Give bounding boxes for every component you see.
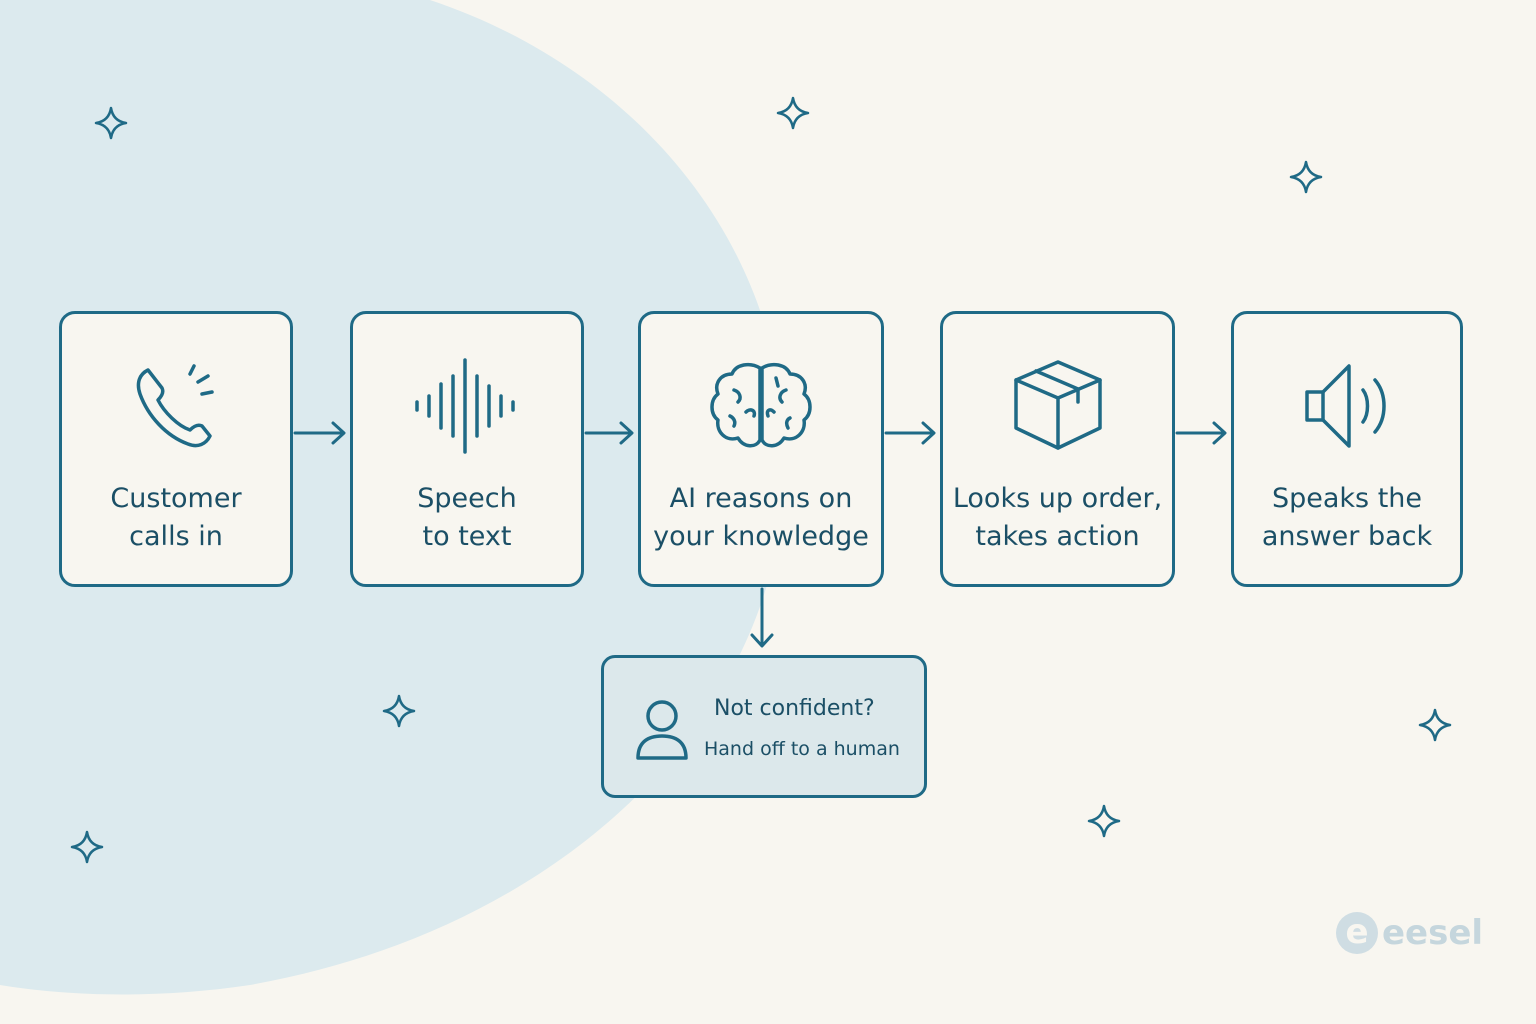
arrow-right-icon: [884, 421, 936, 445]
box-icon: [1013, 360, 1102, 450]
handoff-title: Not confident?: [714, 696, 875, 721]
logo-mark: e: [1336, 912, 1378, 954]
sparkle-icon: [1087, 804, 1121, 838]
step-label-line: takes action: [975, 521, 1140, 552]
sparkle-icon: [1289, 160, 1323, 194]
arrow-right-icon: [1175, 421, 1227, 445]
arrow-right-icon: [293, 421, 346, 445]
arrow-right-icon: [584, 421, 634, 445]
step-label: Speech to text: [353, 480, 581, 556]
sparkle-icon: [776, 96, 810, 130]
handoff-subtitle: Hand off to a human: [704, 738, 900, 760]
sparkle-icon: [94, 106, 128, 140]
logo-wordmark: eesel: [1382, 913, 1484, 953]
brain-icon: [710, 362, 812, 448]
step-label: Customer calls in: [62, 480, 290, 556]
step-looks-up-order: Looks up order, takes action: [940, 311, 1175, 587]
step-label-line: Looks up order,: [952, 483, 1163, 514]
sparkle-icon: [382, 694, 416, 728]
step-label-line: AI reasons on: [669, 483, 853, 514]
arrow-down-icon: [750, 587, 774, 648]
step-label-line: Speaks the: [1271, 483, 1423, 514]
step-label-line: answer back: [1261, 521, 1433, 552]
sparkle-icon: [1418, 708, 1452, 742]
step-speech-to-text: Speech to text: [350, 311, 584, 587]
person-icon: [636, 700, 688, 760]
step-label-line: your knowledge: [653, 521, 869, 552]
phone-icon: [136, 364, 214, 448]
step-speaks-answer: Speaks the answer back: [1231, 311, 1463, 587]
step-label: Looks up order, takes action: [943, 480, 1172, 556]
step-label: AI reasons on your knowledge: [641, 480, 881, 556]
step-label-line: Speech: [417, 483, 517, 514]
step-label-line: Customer: [110, 483, 242, 514]
speaker-icon: [1305, 364, 1386, 448]
step-ai-reasons: AI reasons on your knowledge: [638, 311, 884, 587]
sparkle-icon: [70, 830, 104, 864]
step-customer-calls: Customer calls in: [59, 311, 293, 587]
step-label-line: calls in: [129, 521, 223, 552]
handoff-box: Not confident? Hand off to a human: [601, 655, 927, 798]
step-label-line: to text: [422, 521, 512, 552]
eesel-logo: e eesel: [1336, 912, 1483, 954]
step-label: Speaks the answer back: [1234, 480, 1460, 556]
soundwave-icon: [415, 358, 515, 454]
